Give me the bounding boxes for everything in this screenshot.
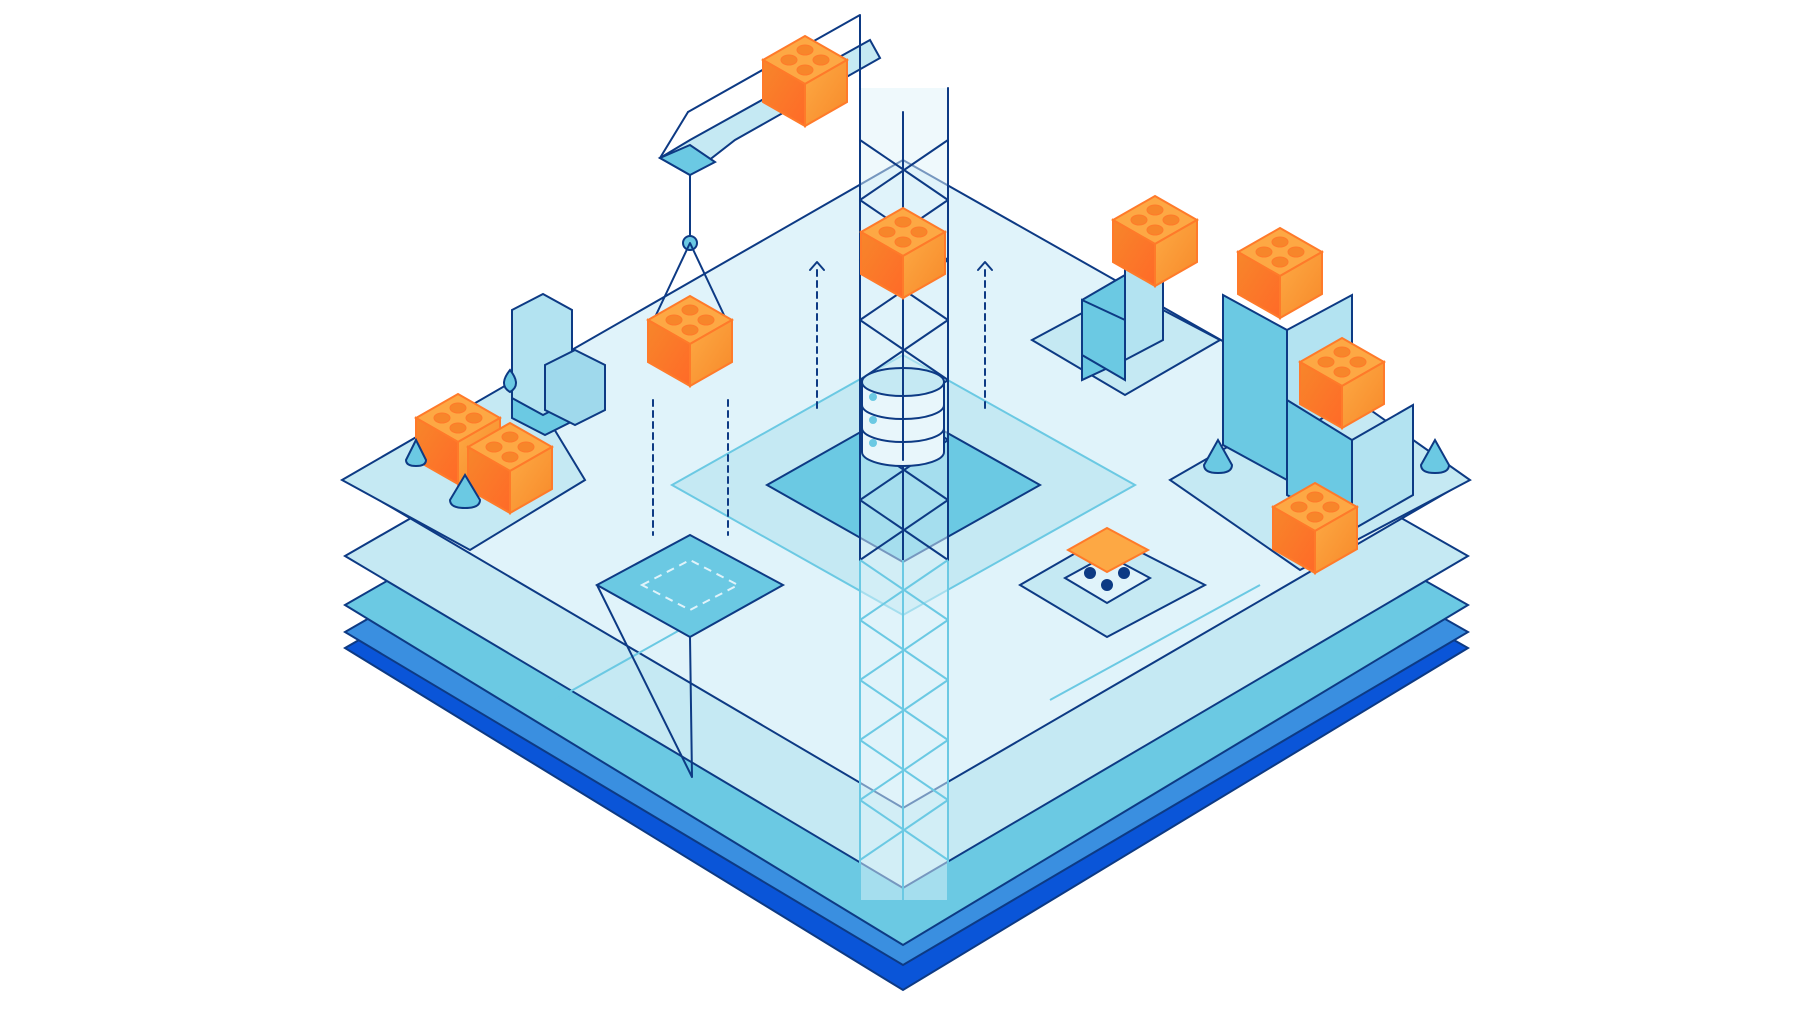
connector-pad — [1018, 526, 1208, 639]
tree-icon — [404, 437, 428, 468]
building-lot-small — [1029, 195, 1223, 397]
tree-icon — [1202, 437, 1234, 475]
brick-building-tall — [1237, 227, 1323, 319]
target-pad — [594, 399, 786, 778]
up-arrows — [809, 261, 993, 411]
water-drop-icon — [503, 368, 517, 394]
left-lot — [339, 292, 606, 552]
building-lot-large — [1168, 227, 1472, 574]
database-cylinder — [861, 329, 945, 467]
tree-icon — [1419, 437, 1451, 475]
tree-icon — [448, 473, 482, 510]
